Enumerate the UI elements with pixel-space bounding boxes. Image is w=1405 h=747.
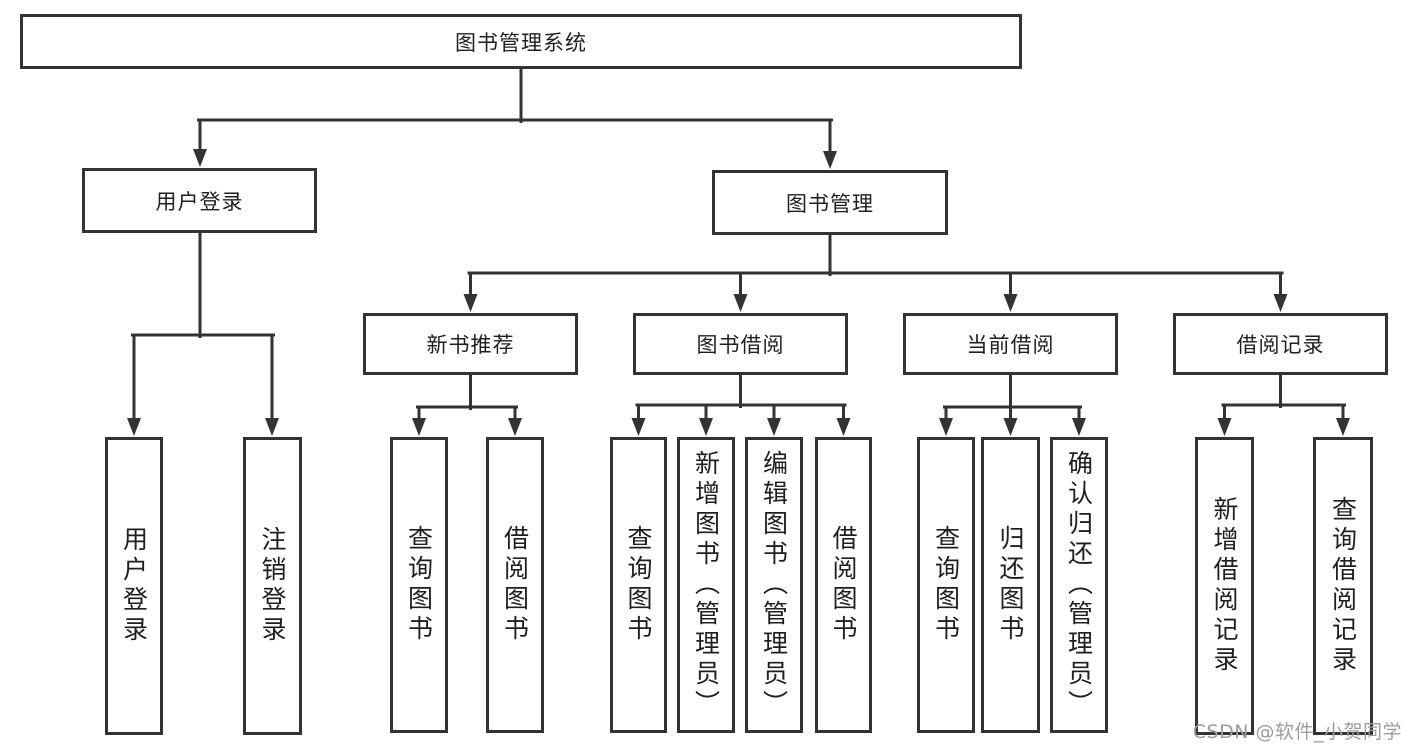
leaf-return-book-label: 归还图书 (996, 525, 1025, 645)
connector-borrow-record-to-leaves (1217, 373, 1350, 436)
arrowhead-icon (767, 418, 781, 436)
arrowhead-icon (1003, 418, 1018, 436)
arrowhead-icon (193, 149, 207, 167)
leaf-user-login: 用户登录 (105, 437, 163, 735)
leaf-return-book: 归还图书 (981, 437, 1040, 733)
connector-current-borrow-to-leaves (939, 373, 1086, 436)
leaf-query-book-current-label: 查询图书 (931, 525, 961, 645)
leaf-edit-book-admin-label: 编辑图书（管理员） (759, 450, 789, 720)
leaf-add-book-admin-label: 新增图书（管理员） (691, 450, 721, 720)
arrowhead-icon (823, 151, 837, 169)
leaf-query-borrow-record-label: 查询借阅记录 (1328, 496, 1358, 676)
node-root: 图书管理系统 (20, 14, 1022, 69)
leaf-logout: 注销登录 (243, 437, 302, 735)
arrowhead-icon (1072, 418, 1086, 436)
csdn-watermark: CSDN @软件_小贺同学 (1192, 721, 1402, 743)
leaf-query-book-recommend-label: 查询图书 (404, 525, 434, 645)
arrowhead-icon (265, 418, 279, 436)
arrowhead-icon (939, 418, 953, 436)
arrowhead-icon (631, 418, 646, 436)
leaf-confirm-return-admin: 确认归还（管理员） (1050, 437, 1108, 733)
arrowhead-icon (836, 418, 851, 436)
leaf-query-book-borrow-label: 查询图书 (624, 525, 653, 645)
connector-user-login-to-leaves (127, 231, 279, 436)
connector-book-borrow-to-leaves (631, 373, 851, 436)
node-book-mgmt-label: 图书管理 (786, 191, 874, 216)
leaf-borrow-book-label: 借阅图书 (829, 525, 858, 645)
arrowhead-icon (733, 294, 748, 312)
arrowhead-icon (508, 418, 522, 436)
leaf-query-borrow-record: 查询借阅记录 (1313, 437, 1373, 735)
leaf-borrow-book: 借阅图书 (815, 437, 872, 733)
node-borrow-record: 借阅记录 (1173, 313, 1388, 375)
node-book-borrow: 图书借阅 (633, 313, 848, 375)
node-root-label: 图书管理系统 (455, 30, 587, 55)
arrowhead-icon (1003, 294, 1018, 312)
connector-book-mgmt-to-level3 (463, 233, 1288, 312)
node-user-login: 用户登录 (82, 168, 317, 233)
arrowhead-icon (699, 418, 713, 436)
node-book-mgmt: 图书管理 (712, 170, 948, 235)
leaf-user-login-label: 用户登录 (119, 526, 149, 646)
node-new-book-recommend: 新书推荐 (363, 313, 578, 375)
leaf-edit-book-admin: 编辑图书（管理员） (745, 437, 803, 733)
connector-root-to-level2 (193, 67, 837, 169)
arrowhead-icon (412, 418, 426, 436)
arrowhead-icon (127, 418, 141, 436)
arrowhead-icon (1273, 294, 1288, 312)
arrowhead-icon (1336, 418, 1350, 436)
node-borrow-record-label: 借阅记录 (1236, 333, 1325, 357)
leaf-add-borrow-record-label: 新增借阅记录 (1210, 496, 1239, 676)
arrowhead-icon (463, 294, 478, 312)
leaf-query-book-borrow: 查询图书 (610, 437, 667, 733)
leaf-logout-label: 注销登录 (258, 526, 287, 646)
leaf-confirm-return-admin-label: 确认归还（管理员） (1064, 450, 1094, 720)
node-current-borrow: 当前借阅 (903, 313, 1118, 375)
node-user-login-label: 用户登录 (155, 189, 244, 214)
arrowhead-icon (1217, 418, 1232, 436)
node-current-borrow-label: 当前借阅 (966, 333, 1055, 357)
leaf-borrow-book-recommend-label: 借阅图书 (500, 525, 530, 645)
node-book-borrow-label: 图书借阅 (696, 333, 785, 357)
leaf-borrow-book-recommend: 借阅图书 (486, 437, 544, 733)
leaf-add-borrow-record: 新增借阅记录 (1195, 437, 1254, 735)
leaf-query-book-current: 查询图书 (917, 437, 975, 733)
leaf-query-book-recommend: 查询图书 (390, 437, 448, 733)
leaf-add-book-admin: 新增图书（管理员） (677, 437, 735, 733)
connector-new-book-recommend-to-leaves (412, 373, 522, 436)
node-new-book-recommend-label: 新书推荐 (426, 333, 515, 357)
